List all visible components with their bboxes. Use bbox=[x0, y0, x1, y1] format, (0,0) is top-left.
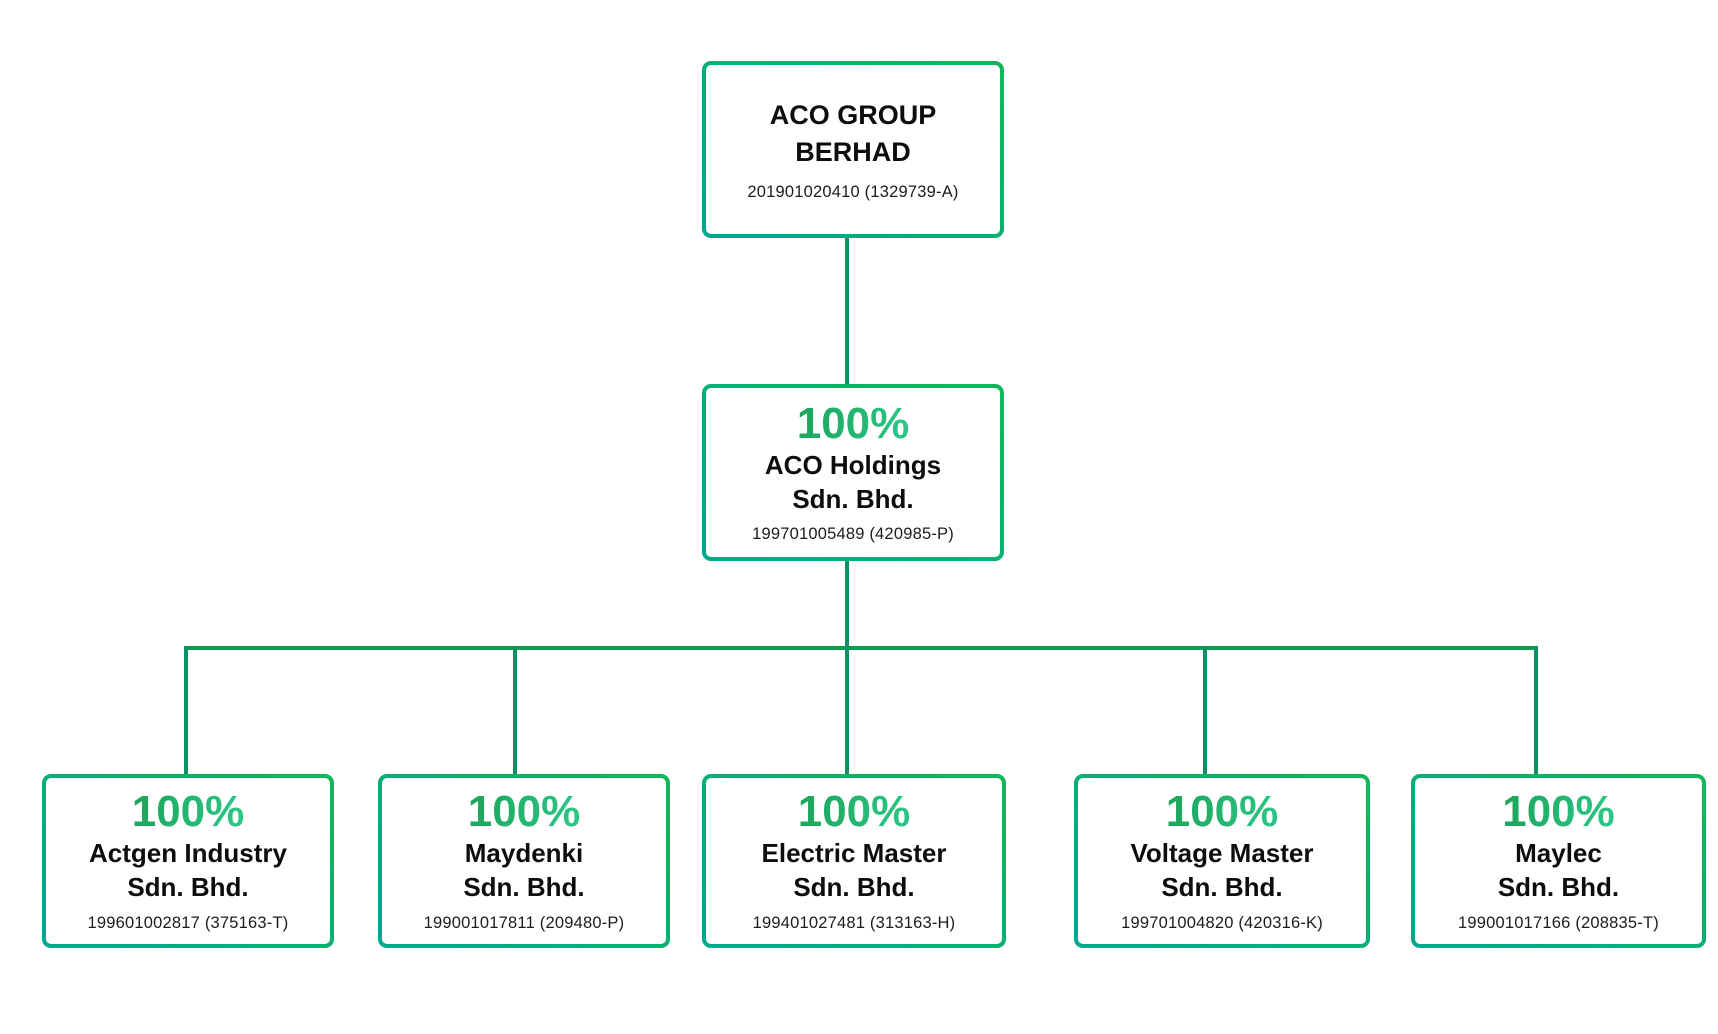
company-name: Actgen Industry Sdn. Bhd. bbox=[89, 837, 287, 905]
company-registration-number: 199001017166 (208835-T) bbox=[1458, 913, 1659, 932]
company-name: Voltage Master Sdn. Bhd. bbox=[1130, 837, 1313, 905]
company-registration-number: 201901020410 (1329739-A) bbox=[747, 182, 959, 201]
company-name: ACO Holdings Sdn. Bhd. bbox=[765, 449, 941, 517]
org-node-body: 100% Electric Master Sdn. Bhd. 199401027… bbox=[706, 778, 1002, 944]
connector-holding-stem bbox=[845, 561, 849, 650]
company-name-line: Voltage Master bbox=[1130, 838, 1314, 869]
company-name-line: Sdn. Bhd. bbox=[792, 483, 914, 514]
org-node-body: 100% Maylec Sdn. Bhd. 199001017166 (2088… bbox=[1415, 778, 1702, 944]
company-registration-number: 199701005489 (420985-P) bbox=[752, 525, 954, 544]
company-name-line: Maylec bbox=[1515, 838, 1602, 869]
company-name-line: Actgen Industry bbox=[89, 838, 287, 869]
company-registration-number: 199601002817 (375163-T) bbox=[87, 913, 289, 932]
connector-horizontal-bus bbox=[184, 646, 1538, 650]
company-name: ACO GROUP BERHAD bbox=[770, 97, 937, 170]
company-name-line: Sdn. Bhd. bbox=[1161, 872, 1283, 903]
org-node-aco-group-berhad: ACO GROUP BERHAD 201901020410 (1329739-A… bbox=[702, 61, 1004, 238]
org-node-electric-master: 100% Electric Master Sdn. Bhd. 199401027… bbox=[702, 774, 1006, 948]
company-registration-number: 199001017811 (209480-P) bbox=[423, 913, 625, 932]
company-registration-number: 199701004820 (420316-K) bbox=[1121, 913, 1323, 932]
ownership-percentage: 100% bbox=[796, 398, 910, 448]
org-node-body: ACO GROUP BERHAD 201901020410 (1329739-A… bbox=[706, 65, 1000, 234]
company-registration-number: 199401027481 (313163-H) bbox=[752, 913, 956, 932]
org-node-body: 100% Actgen Industry Sdn. Bhd. 199601002… bbox=[46, 778, 330, 944]
connector-drop-subsidiary-2 bbox=[513, 646, 517, 774]
connector-drop-subsidiary-4 bbox=[1203, 646, 1207, 774]
company-name-line: Electric Master bbox=[761, 838, 947, 869]
company-name-line: BERHAD bbox=[795, 136, 911, 167]
org-node-maylec: 100% Maylec Sdn. Bhd. 199001017166 (2088… bbox=[1411, 774, 1706, 948]
connector-drop-subsidiary-1 bbox=[184, 646, 188, 774]
org-node-actgen-industry: 100% Actgen Industry Sdn. Bhd. 199601002… bbox=[42, 774, 334, 948]
ownership-percentage: 100% bbox=[1502, 787, 1615, 837]
company-name: Electric Master Sdn. Bhd. bbox=[762, 837, 947, 905]
connector-drop-subsidiary-3 bbox=[845, 646, 849, 774]
company-name-line: Sdn. Bhd. bbox=[1497, 872, 1620, 903]
ownership-percentage: 100% bbox=[797, 787, 911, 837]
company-name: Maylec Sdn. Bhd. bbox=[1498, 837, 1619, 905]
org-node-voltage-master: 100% Voltage Master Sdn. Bhd. 1997010048… bbox=[1074, 774, 1370, 948]
ownership-percentage: 100% bbox=[467, 787, 581, 837]
org-node-body: 100% Voltage Master Sdn. Bhd. 1997010048… bbox=[1078, 778, 1366, 944]
ownership-percentage: 100% bbox=[131, 787, 245, 837]
org-node-aco-holdings: 100% ACO Holdings Sdn. Bhd. 199701005489… bbox=[702, 384, 1004, 561]
org-node-maydenki: 100% Maydenki Sdn. Bhd. 199001017811 (20… bbox=[378, 774, 670, 948]
org-node-body: 100% Maydenki Sdn. Bhd. 199001017811 (20… bbox=[382, 778, 666, 944]
company-name-line: ACO GROUP bbox=[769, 100, 937, 131]
company-name-line: Maydenki bbox=[464, 838, 584, 869]
company-name-line: Sdn. Bhd. bbox=[127, 872, 249, 903]
company-name-line: ACO Holdings bbox=[764, 449, 942, 480]
connector-drop-subsidiary-5 bbox=[1534, 646, 1538, 774]
connector-root-to-holding bbox=[845, 238, 849, 384]
company-name-line: Sdn. Bhd. bbox=[793, 872, 915, 903]
org-node-body: 100% ACO Holdings Sdn. Bhd. 199701005489… bbox=[706, 388, 1000, 557]
company-name-line: Sdn. Bhd. bbox=[463, 872, 585, 903]
company-name: Maydenki Sdn. Bhd. bbox=[463, 837, 584, 905]
ownership-percentage: 100% bbox=[1165, 787, 1279, 837]
